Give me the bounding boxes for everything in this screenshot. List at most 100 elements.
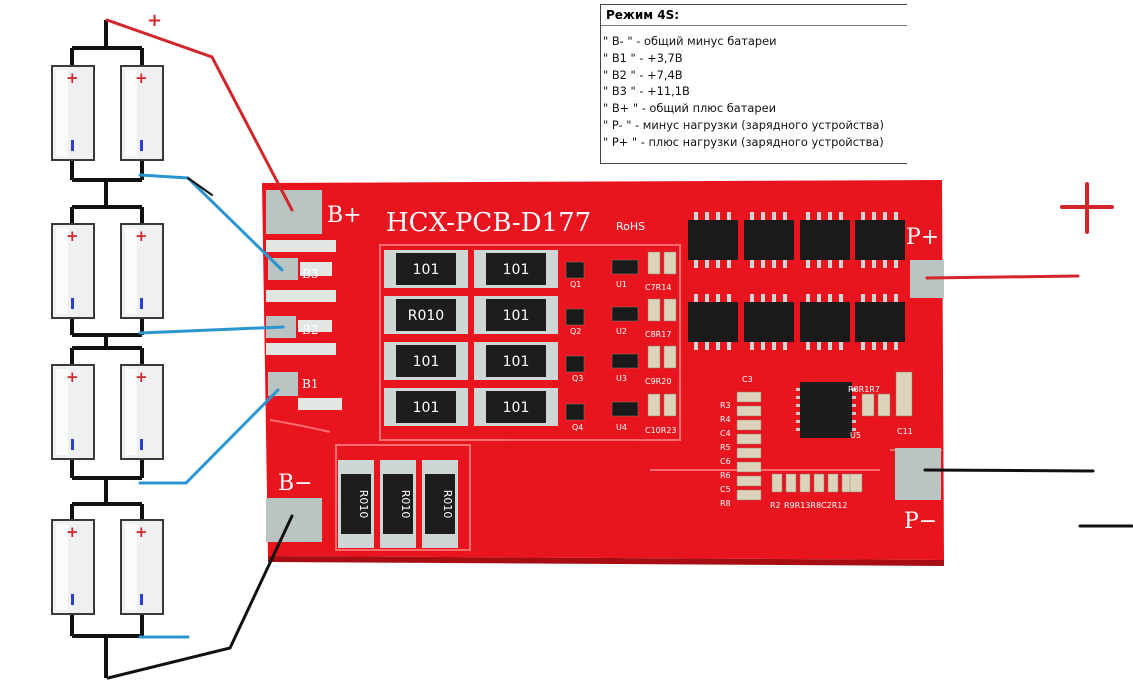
blue-wire-b2 <box>138 325 285 335</box>
shunt-resistor: R010 <box>422 460 458 548</box>
chip-pin <box>772 260 776 268</box>
smd-part <box>565 355 585 373</box>
chip-body <box>744 302 794 342</box>
battery-cell: + <box>120 223 164 319</box>
chip-pin <box>772 342 776 350</box>
shunt-code: R010 <box>441 490 454 519</box>
chip-pin <box>861 260 865 268</box>
mosfet-chip <box>688 212 738 268</box>
b2-strip <box>298 320 332 332</box>
cell-minus-mark <box>140 298 143 309</box>
smd-part <box>877 393 891 417</box>
label-r6: R6 <box>720 471 731 480</box>
black-wire-b3-tail <box>187 177 213 196</box>
cell-plus-sign: + <box>135 227 148 245</box>
chip-pin <box>883 212 887 220</box>
label-r8r1r7: R8R1R7 <box>848 385 880 394</box>
label-q2: Q2 <box>570 327 581 336</box>
b1-strip <box>298 398 342 410</box>
mosfet-chip <box>800 212 850 268</box>
chip-pin <box>705 260 709 268</box>
resistor-code: 101 <box>503 400 530 416</box>
chip-pin <box>761 212 765 220</box>
chip-body <box>744 220 794 260</box>
wires <box>105 18 1133 680</box>
b1-pad <box>268 372 298 396</box>
legend-line-b-minus: " B- " - общий минус батареи <box>603 34 777 48</box>
label-u1: U1 <box>616 280 627 289</box>
red-wire-p-plus <box>925 274 1080 280</box>
label-c6: C6 <box>720 457 731 466</box>
label-r9-group: R9R13R8C2R12 <box>784 501 847 510</box>
label-c9r20: C9R20 <box>645 377 671 386</box>
cell-plus-sign: + <box>66 368 79 386</box>
shunt-body <box>383 474 413 534</box>
mosfet-chip <box>744 212 794 268</box>
pcb-label-b-minus: B− <box>278 471 313 496</box>
cell-plus-sign: + <box>135 368 148 386</box>
resistor-code: 101 <box>413 354 440 370</box>
smd-part <box>736 447 762 459</box>
chip-pin <box>727 342 731 350</box>
b-plus-pad <box>266 190 322 234</box>
smd-part <box>611 401 639 417</box>
pcb-model: HCX-PCB-D177 <box>386 208 591 238</box>
chip-pin <box>750 212 754 220</box>
smd-part <box>771 473 783 493</box>
battery-cell: + <box>51 364 95 460</box>
battery-cells: ++++++++ <box>51 65 164 615</box>
resistor-body <box>486 299 546 331</box>
smd-part <box>736 461 762 473</box>
chip-pin <box>806 294 810 302</box>
chip-pin <box>727 212 731 220</box>
resistor-body <box>396 299 456 331</box>
balance-resistor: 101 <box>474 388 558 426</box>
balance-resistor: 101 <box>474 342 558 380</box>
red-wire-b-plus <box>105 18 294 212</box>
cell-minus-mark <box>71 439 74 450</box>
chip-pin <box>806 342 810 350</box>
shunt-resistor: R010 <box>338 460 374 548</box>
mosfet-chip <box>744 294 794 350</box>
chip-pin <box>872 342 876 350</box>
pinout-legend: Режим 4S: " B- " - общий минус батареи "… <box>600 4 907 164</box>
chip-pin <box>783 342 787 350</box>
chip-pin <box>872 260 876 268</box>
pcb-label-p-minus: P− <box>904 509 937 534</box>
smd-part <box>647 251 661 275</box>
chip-body <box>855 220 905 260</box>
controller-ic <box>796 382 856 438</box>
shunt-body <box>341 474 371 534</box>
label-r8: R8 <box>720 499 731 508</box>
cell-highlight <box>56 70 68 156</box>
chip-pin <box>883 342 887 350</box>
chip-body <box>800 220 850 260</box>
smd-part <box>736 391 762 403</box>
chip-pin <box>883 294 887 302</box>
chip-pin <box>828 260 832 268</box>
chip-pin <box>894 294 898 302</box>
mosfet-chip <box>688 294 738 350</box>
resistor-code: 101 <box>413 400 440 416</box>
balance-resistor: 101 <box>474 250 558 288</box>
chip-pin <box>716 212 720 220</box>
cell-minus-mark <box>71 140 74 151</box>
chip-pin <box>839 294 843 302</box>
label-r3: R3 <box>720 401 731 410</box>
cell-highlight <box>125 70 137 156</box>
smd-part <box>611 353 639 369</box>
smd-part <box>849 473 863 493</box>
balance-strip-mid <box>266 290 336 302</box>
chip-pin <box>861 342 865 350</box>
smd-part <box>565 308 585 326</box>
chip-pin <box>761 342 765 350</box>
b-minus-pad <box>266 498 322 542</box>
cell-minus-mark <box>71 594 74 605</box>
cell-highlight <box>125 369 137 455</box>
battery-cell: + <box>120 65 164 161</box>
label-r5: R5 <box>720 443 731 452</box>
chip-pin <box>894 342 898 350</box>
chip-pin <box>750 342 754 350</box>
balance-resistor: 101 <box>384 388 468 426</box>
chip-pin <box>861 294 865 302</box>
